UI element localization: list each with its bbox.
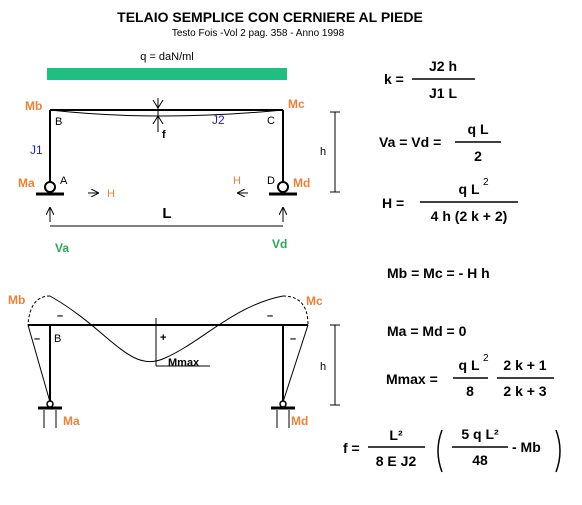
md-sign-plus: +: [160, 332, 166, 344]
formula-f-num1: L²: [389, 427, 403, 443]
node-a: A: [60, 175, 68, 187]
formula-v-den: 2: [474, 148, 482, 164]
label-vd: Vd: [272, 237, 287, 251]
formula-v-lhs: Va = Vd =: [379, 134, 441, 150]
formula-mmax-den1: 8: [466, 383, 474, 399]
md-hinge-a-icon: [46, 400, 54, 408]
formula-f-den2: 48: [472, 452, 488, 468]
node-c: C: [267, 115, 275, 127]
label-va: Va: [55, 241, 69, 255]
deflection-arrow-up-icon: [152, 115, 164, 125]
formula-mmax-num2: 2 k + 1: [503, 357, 546, 373]
frame-structure: [36, 98, 340, 227]
md-label-ma: Ma: [63, 414, 80, 428]
node-d: D: [267, 175, 275, 187]
md-label-mc: Mc: [306, 294, 323, 308]
md-hinge-d-icon: [279, 400, 287, 408]
formula-f-paren-open: [437, 429, 443, 473]
label-h-left: H: [107, 188, 115, 200]
load-label: q = daN/ml: [140, 51, 194, 63]
label-h: h: [320, 146, 326, 158]
formula-f-num2: 5 q L²: [461, 426, 499, 442]
formula-h-num-exp: 2: [483, 177, 489, 188]
formula-f-paren-close: [555, 429, 561, 473]
md-node-b: B: [54, 333, 61, 345]
label-l: L: [162, 205, 171, 222]
hinge-d-icon: [277, 181, 289, 193]
label-mc: Mc: [288, 97, 305, 111]
label-j1: J1: [30, 143, 43, 157]
formula-mmax-den2: 2 k + 3: [503, 383, 546, 399]
md-corner-left: [27, 295, 51, 326]
node-b: B: [55, 116, 62, 128]
md-column-left-diagram: [27, 324, 51, 403]
formula-v-num: q L: [468, 121, 489, 137]
distributed-load-bar: [47, 68, 287, 80]
md-label-mb: Mb: [8, 293, 25, 307]
label-f: f: [162, 129, 166, 141]
md-label-md: Md: [291, 414, 308, 428]
md-parabola: [49, 295, 284, 363]
label-md: Md: [293, 176, 310, 190]
formula-h-den: 4 h (2 k + 2): [431, 208, 508, 224]
formula-mmax-lhs: Mmax =: [386, 371, 438, 387]
formula-mmax-num1-exp: 2: [483, 353, 489, 364]
formula-f-den1: 8 E J2: [376, 453, 417, 469]
formula-f-tail: - Mb: [512, 439, 541, 455]
label-j2: J2: [212, 113, 225, 127]
formula-h-lhs: H =: [382, 195, 404, 211]
page-subtitle: Testo Fois -Vol 2 pag. 358 - Anno 1998: [172, 28, 345, 39]
formula-ma: Ma = Md = 0: [387, 323, 467, 339]
formula-h-num: q L: [459, 181, 480, 197]
label-ma: Ma: [18, 176, 35, 190]
md-sign-minus-right: –: [267, 310, 273, 322]
formula-f-lhs: f =: [343, 440, 360, 456]
md-sign-minus-col-left: –: [34, 333, 40, 345]
label-mb: Mb: [25, 99, 42, 113]
moment-diagram: [27, 295, 340, 428]
md-label-h: h: [320, 361, 326, 373]
md-sign-minus-left: –: [57, 310, 63, 322]
md-column-right-diagram: [282, 324, 309, 403]
formula-mb: Mb = Mc = - H h: [387, 265, 490, 281]
deflection-arrow-down-icon: [152, 99, 164, 109]
hinge-a-icon: [44, 181, 56, 193]
formula-mmax-num1: q L: [459, 357, 480, 373]
md-label-mmax: Mmax: [168, 357, 200, 369]
formula-k-num: J2 h: [429, 58, 457, 74]
md-sign-minus-col-right: –: [290, 333, 296, 345]
label-h-right: H: [233, 175, 241, 187]
md-corner-right: [282, 295, 309, 326]
formula-k-lhs: k =: [384, 71, 404, 87]
formula-k-den: J1 L: [429, 85, 457, 101]
page-title: TELAIO SEMPLICE CON CERNIERE AL PIEDE: [117, 9, 423, 25]
beam-deflection-curve: [49, 109, 284, 117]
